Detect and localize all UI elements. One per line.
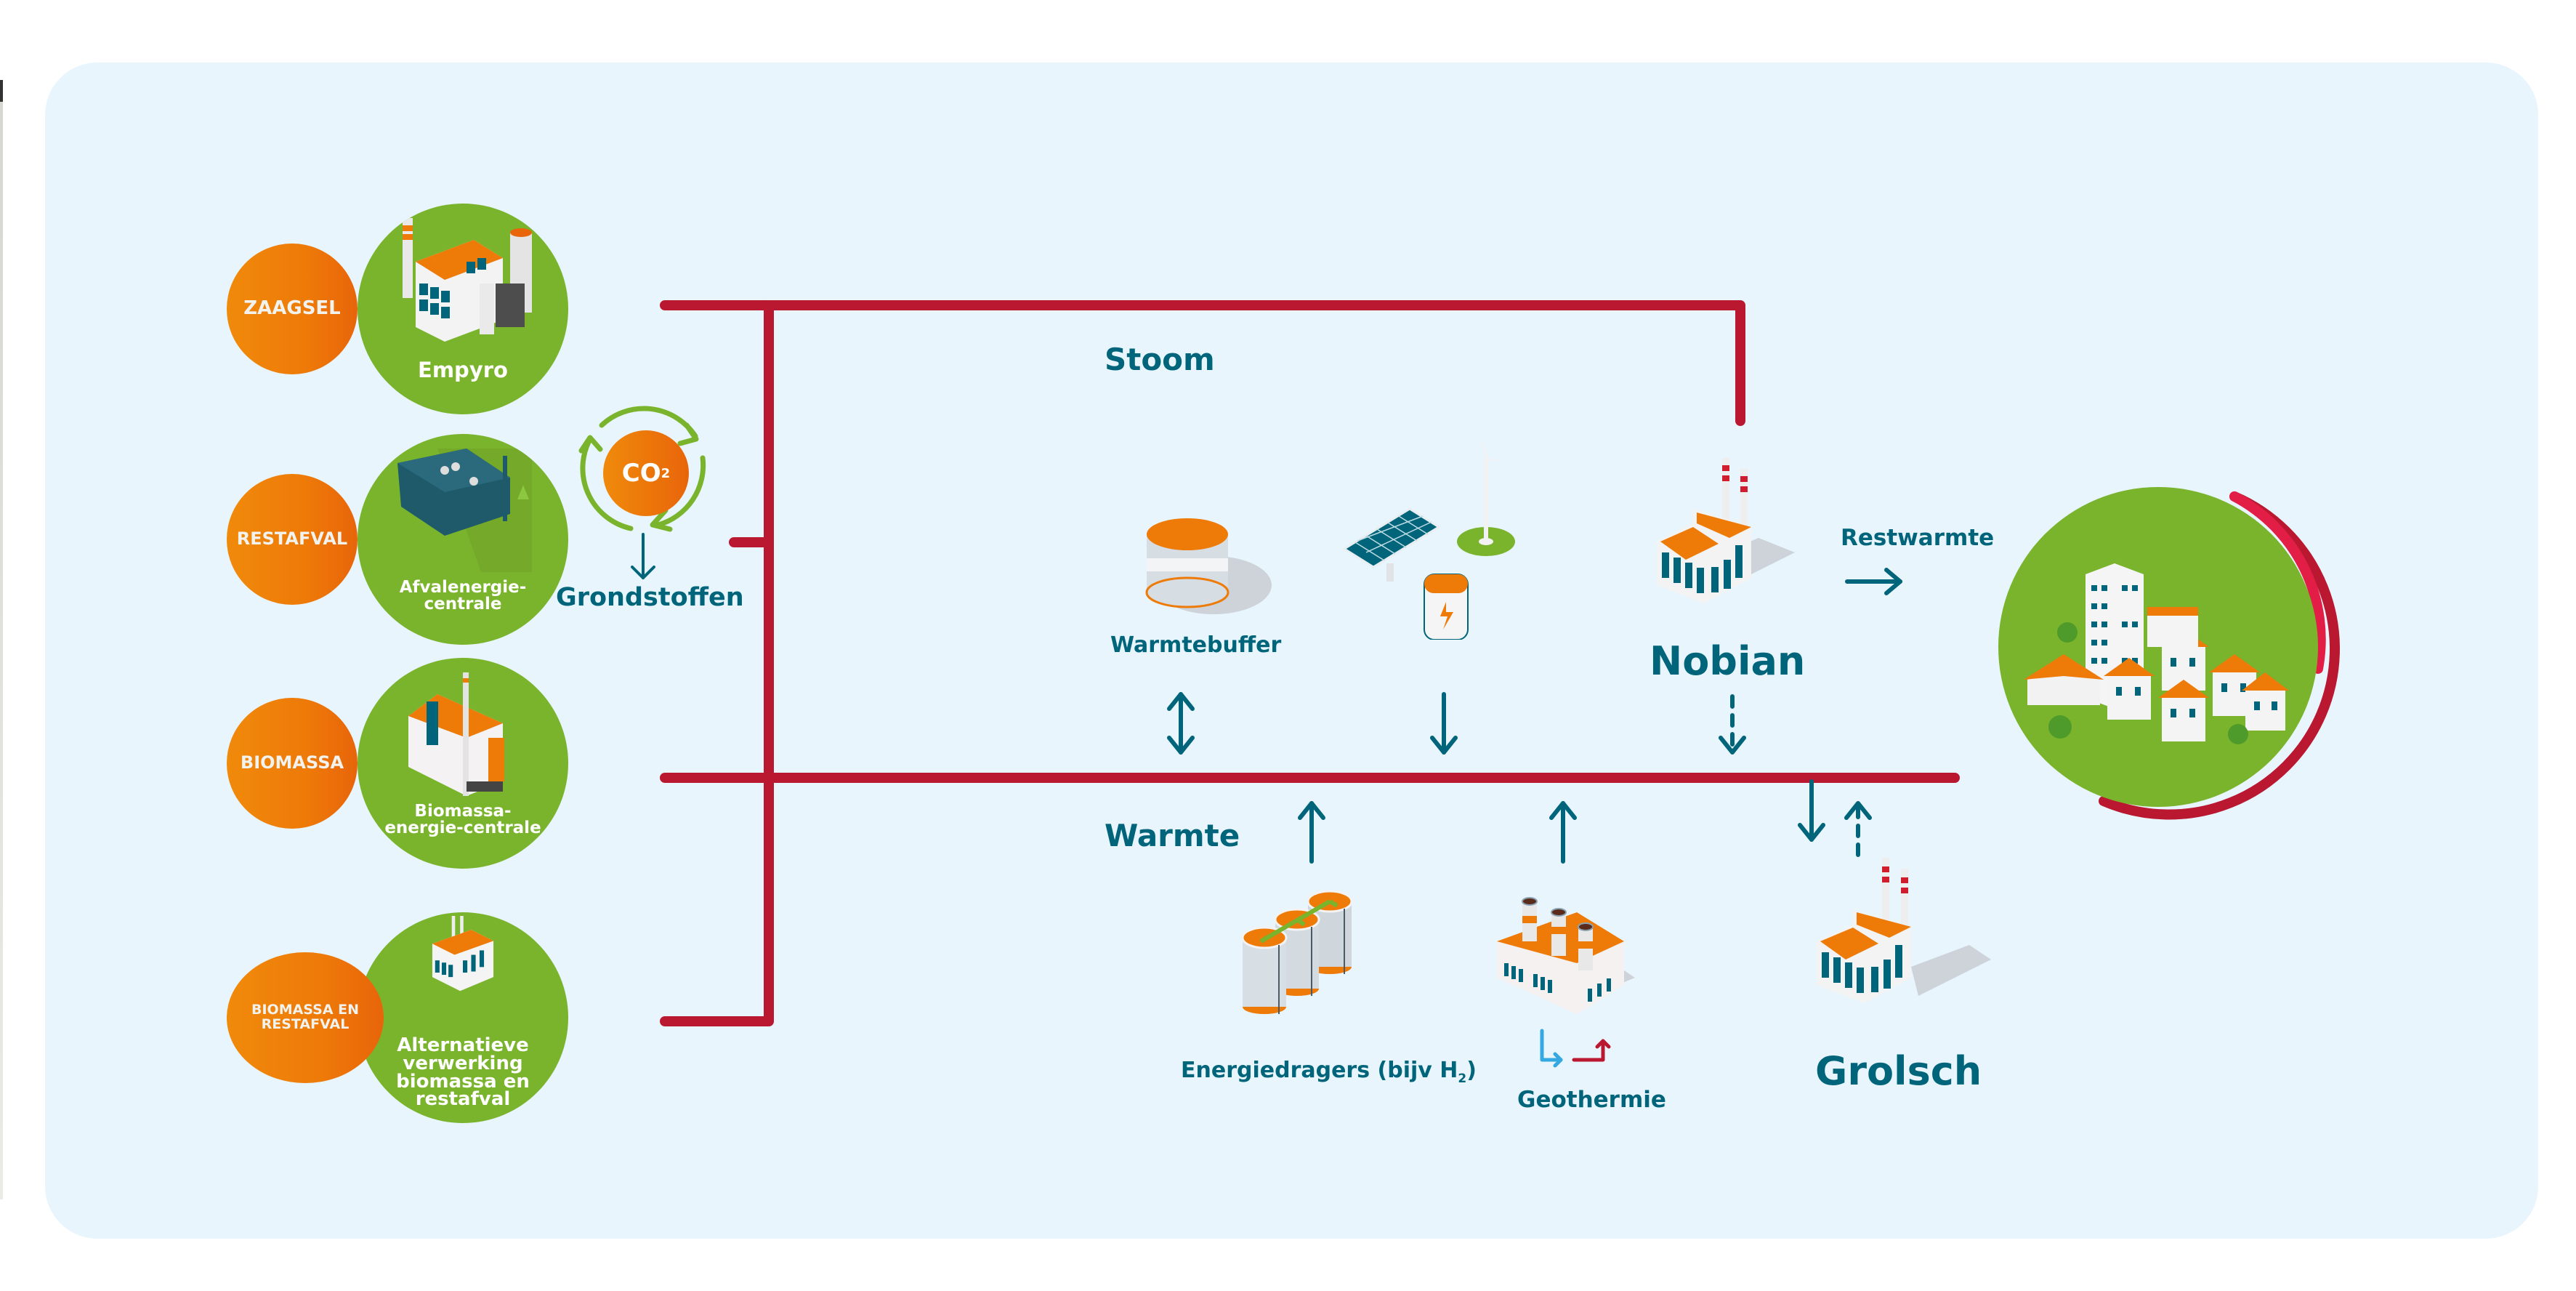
arrow-right-icon bbox=[1845, 568, 1902, 595]
restwarmte-label: Restwarmte bbox=[1841, 525, 1995, 551]
energy-carriers-end: ) bbox=[1466, 1058, 1477, 1083]
plant-label: Afvalenergie-centrale bbox=[399, 578, 527, 614]
wind-turbine-icon bbox=[1457, 436, 1515, 556]
co2-subscript: 2 bbox=[661, 465, 671, 481]
city-district-icon bbox=[2024, 563, 2289, 744]
waste-plant-icon bbox=[397, 449, 532, 572]
city-arc bbox=[2099, 491, 2341, 820]
solar-panel-icon bbox=[1342, 507, 1441, 582]
geothermal-plant-icon bbox=[1497, 897, 1635, 1014]
input-pair-restafval: Afvalenergie-centrale RESTAFVAL bbox=[227, 434, 568, 652]
chimney bbox=[1551, 908, 1567, 956]
plant-label: Alternatieve verwerking biomassa en rest… bbox=[396, 1034, 530, 1111]
arrow-down-icon bbox=[631, 533, 655, 579]
bidirectional-arrow-icon bbox=[1167, 692, 1195, 755]
steam-pipe bbox=[660, 300, 1745, 426]
trees-icon bbox=[2048, 622, 2248, 744]
material-badge: ZAAGSEL bbox=[227, 244, 358, 374]
geothermal-label: Geothermie bbox=[1517, 1087, 1666, 1113]
energy-carriers-label: Energiedragers (bijv H2) bbox=[1181, 1058, 1477, 1086]
co2-cycle-icon bbox=[578, 406, 706, 532]
cold-water-arrow-icon bbox=[1540, 1029, 1563, 1068]
arrow-up-icon bbox=[1549, 801, 1577, 864]
material-badge: BIOMASSA EN RESTAFVAL bbox=[227, 952, 384, 1083]
plant-circle-afvalenergiecentrale: Afvalenergie-centrale bbox=[358, 434, 568, 645]
grolsch-label: Grolsch bbox=[1815, 1048, 1982, 1094]
dashed-arrow-down-icon bbox=[1719, 694, 1746, 755]
plant-circle-alternatieve-verwerking: Alternatieve verwerking biomassa en rest… bbox=[358, 912, 568, 1123]
plant-circle-biomassa-energiecentrale: Biomassa-energie-centrale bbox=[358, 658, 568, 869]
steam-network-label: Stoom bbox=[1105, 342, 1215, 377]
hot-water-arrow-icon bbox=[1572, 1039, 1611, 1062]
nobian-label: Nobian bbox=[1650, 638, 1806, 684]
grondstoffen-label: Grondstoffen bbox=[556, 583, 744, 612]
arrow-up-icon bbox=[1298, 801, 1325, 864]
power-plant-icon bbox=[403, 218, 532, 342]
dashed-arrow-up-icon bbox=[1844, 801, 1872, 860]
heat-network-label: Warmte bbox=[1105, 818, 1240, 853]
plant-circle-empyro: Empyro bbox=[358, 204, 568, 414]
energy-carriers-subscript: 2 bbox=[1458, 1071, 1467, 1086]
input-pair-zaagsel: Empyro ZAAGSEL bbox=[227, 204, 568, 422]
energy-carriers-text: Energiedragers (bijv H bbox=[1181, 1058, 1458, 1083]
heat-buffer-label: Warmtebuffer bbox=[1110, 632, 1282, 658]
renewable-energy-icon bbox=[1342, 436, 1515, 640]
hydrogen-tanks-icon bbox=[1241, 890, 1353, 1014]
heat-buffer-icon bbox=[1145, 518, 1272, 614]
left-edge-strip bbox=[0, 80, 3, 1199]
battery-icon bbox=[1424, 574, 1469, 640]
input-pair-biomassa: Biomassa-energie-centrale BIOMASSA bbox=[227, 658, 568, 876]
chimney bbox=[1522, 897, 1538, 941]
arrow-down-icon bbox=[1430, 692, 1458, 755]
plant-label: Biomassa-energie-centrale bbox=[384, 802, 541, 837]
houses-icon bbox=[2024, 607, 2289, 741]
biomass-plant-icon bbox=[408, 672, 504, 796]
city-district-circle bbox=[1998, 487, 2318, 807]
collector-pipe bbox=[660, 300, 774, 1026]
arrow-down-icon bbox=[1798, 779, 1825, 842]
material-badge: BIOMASSA bbox=[227, 698, 358, 829]
input-pair-biomassa-en-restafval: Alternatieve verwerking biomassa en rest… bbox=[227, 912, 568, 1130]
material-badge: RESTAFVAL bbox=[227, 474, 358, 605]
co2-label: CO bbox=[621, 459, 661, 488]
plant-label: Empyro bbox=[418, 358, 508, 382]
grolsch-factory-icon bbox=[1817, 858, 1991, 1003]
factory-icon bbox=[432, 916, 494, 992]
chimney bbox=[1578, 922, 1594, 970]
nobian-factory-icon bbox=[1657, 458, 1795, 603]
